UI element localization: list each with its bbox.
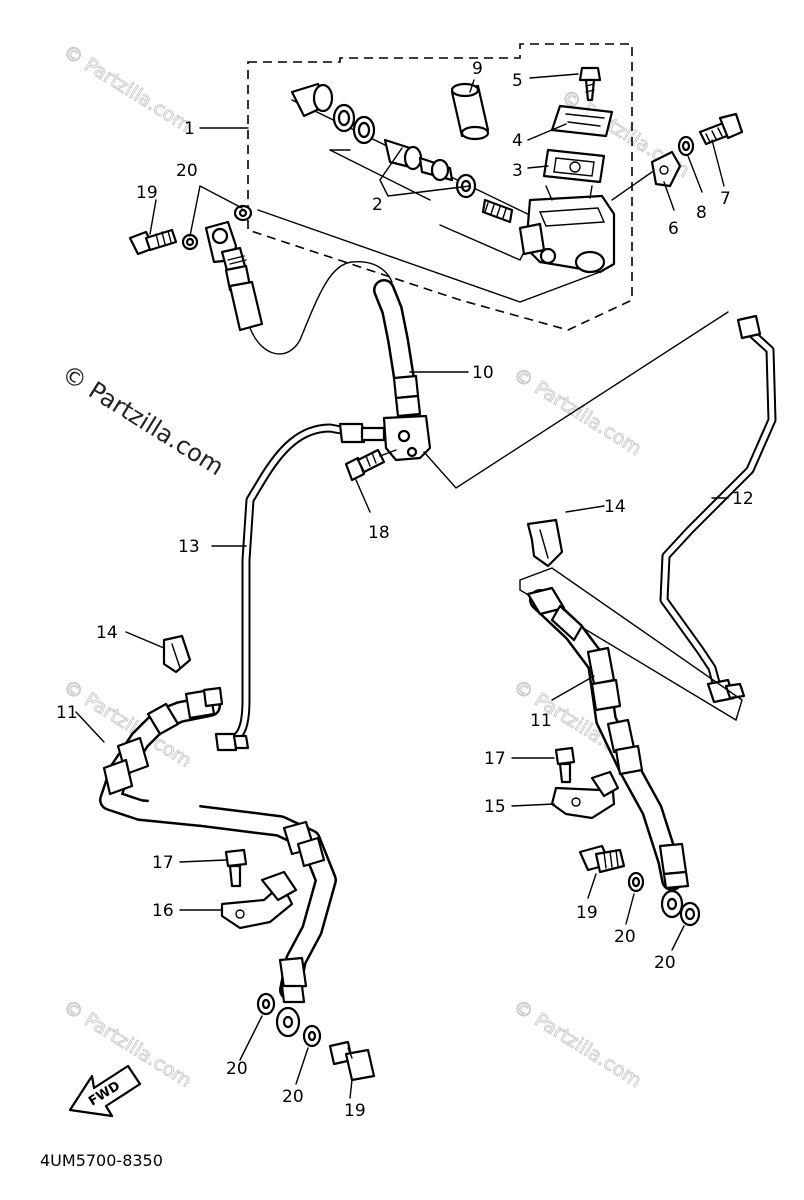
callout-1: 1 <box>184 119 195 139</box>
callout-20-lower-a: 20 <box>226 1059 248 1079</box>
clip-part <box>162 634 192 674</box>
callout-8: 8 <box>696 203 707 223</box>
clip-part <box>526 518 564 568</box>
callout-17-left: 17 <box>152 853 174 873</box>
callout-15: 15 <box>484 797 506 817</box>
alignment-line <box>611 171 653 201</box>
bolt-17-left <box>224 848 248 868</box>
diaphragm-part <box>542 148 606 184</box>
piston-parts <box>290 82 514 224</box>
brake-hose-10-tube <box>373 279 422 418</box>
joint-block <box>344 414 432 482</box>
callout-16: 16 <box>152 901 174 921</box>
callout-12: 12 <box>732 489 754 509</box>
watermark: © Partzilla.com <box>59 41 195 137</box>
callout-14-left: 14 <box>96 623 118 643</box>
leader-line <box>257 209 601 303</box>
washer-part <box>677 135 695 157</box>
holder-part <box>650 150 682 188</box>
callout-20-right-a: 20 <box>614 927 636 947</box>
callout-11-left: 11 <box>56 703 78 723</box>
callout-19-right: 19 <box>576 903 598 923</box>
screw-part <box>578 66 602 102</box>
callout-13: 13 <box>178 537 200 557</box>
leader-lines <box>75 73 729 1099</box>
callout-18: 18 <box>368 523 390 543</box>
boot-part <box>450 82 490 141</box>
callout-17-right: 17 <box>484 749 506 769</box>
callout-2: 2 <box>372 195 383 215</box>
right-brake-hose-11 <box>526 518 701 927</box>
drawing-code: 4UM5700-8350 <box>40 1151 163 1170</box>
callout-6: 6 <box>668 219 679 239</box>
union-bolt-part <box>128 228 178 256</box>
watermark-main: © Partzilla.com <box>57 359 229 481</box>
callout-20-right-b: 20 <box>654 953 676 973</box>
callout-5: 5 <box>512 71 523 91</box>
brake-hose-10 <box>249 261 393 355</box>
forward-arrow: FWD <box>68 1064 142 1118</box>
callout-9: 9 <box>472 59 483 79</box>
callout-labels: 1 2 3 4 5 6 7 8 9 10 11 11 12 13 14 14 1… <box>56 59 754 1121</box>
callout-3: 3 <box>512 161 523 181</box>
reservoir-cap-part <box>550 104 614 138</box>
cylinder-body <box>518 185 616 274</box>
callout-14-right: 14 <box>604 497 626 517</box>
callout-10: 10 <box>472 363 494 383</box>
bolt-part <box>698 112 744 146</box>
callout-4: 4 <box>512 131 523 151</box>
left-brake-hose-11 <box>99 634 376 1082</box>
callout-20-lower-b: 20 <box>282 1087 304 1107</box>
callout-19-lower: 19 <box>344 1101 366 1121</box>
piston-kit-outline <box>291 99 541 261</box>
bolt-17-right <box>554 746 576 766</box>
brake-pipe-12 <box>423 311 777 722</box>
callout-19-upper: 19 <box>136 183 158 203</box>
brake-pipe-13 <box>214 422 386 752</box>
upper-hose-assembly <box>128 204 601 418</box>
callout-7: 7 <box>720 189 731 209</box>
watermark: © Partzilla.com <box>509 996 645 1092</box>
callout-20-upper: 20 <box>176 161 198 181</box>
master-cylinder-assembly <box>247 43 744 331</box>
callout-11-right: 11 <box>530 711 552 731</box>
